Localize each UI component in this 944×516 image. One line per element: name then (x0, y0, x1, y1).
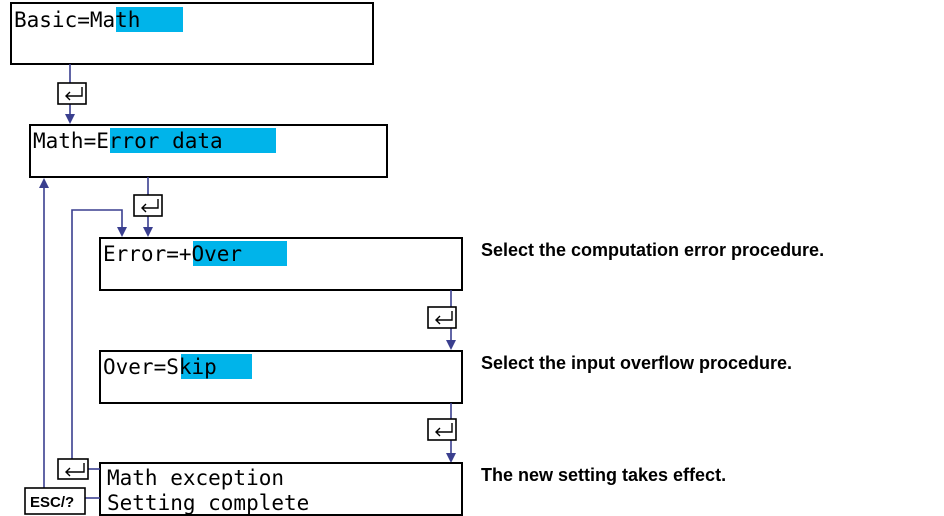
over-description: Select the input overflow procedure. (481, 353, 792, 373)
error-line: Error=+Over (103, 242, 242, 266)
screen-math: Math=Error data (29, 124, 388, 178)
error-value: +Over (179, 242, 242, 266)
over-prefix: Over= (103, 355, 166, 379)
enter-key-icon (57, 82, 87, 105)
screen-error: Error=+Over (99, 237, 463, 291)
enter-key-icon (133, 194, 163, 217)
complete-line2: Setting complete (107, 491, 309, 515)
enter-key-icon (427, 306, 457, 329)
basic-prefix: Basic= (14, 8, 90, 32)
esc-label: ESC/? (30, 494, 74, 511)
screen-basic: Basic=Math (10, 2, 374, 65)
basic-value: Math (90, 8, 141, 32)
complete-line1: Math exception (107, 466, 284, 490)
screen-over: Over=Skip (99, 350, 463, 404)
over-value-highlight (181, 354, 252, 379)
enter-key-icon (57, 458, 89, 480)
basic-line: Basic=Math (14, 8, 140, 32)
math-prefix: Math= (33, 129, 96, 153)
esc-key: ESC/? (24, 487, 86, 515)
screen-complete: Math exception Setting complete (99, 462, 463, 516)
complete-description: The new setting takes effect. (481, 465, 726, 485)
basic-value-highlight (116, 7, 183, 32)
error-description: Select the computation error procedure. (481, 240, 824, 260)
math-value: Error data (96, 129, 222, 153)
math-value-highlight (110, 128, 276, 153)
over-line: Over=Skip (103, 355, 217, 379)
enter-key-icon (427, 418, 457, 441)
error-value-highlight (193, 241, 287, 266)
over-value: Skip (166, 355, 217, 379)
math-line: Math=Error data (33, 129, 223, 153)
error-prefix: Error= (103, 242, 179, 266)
